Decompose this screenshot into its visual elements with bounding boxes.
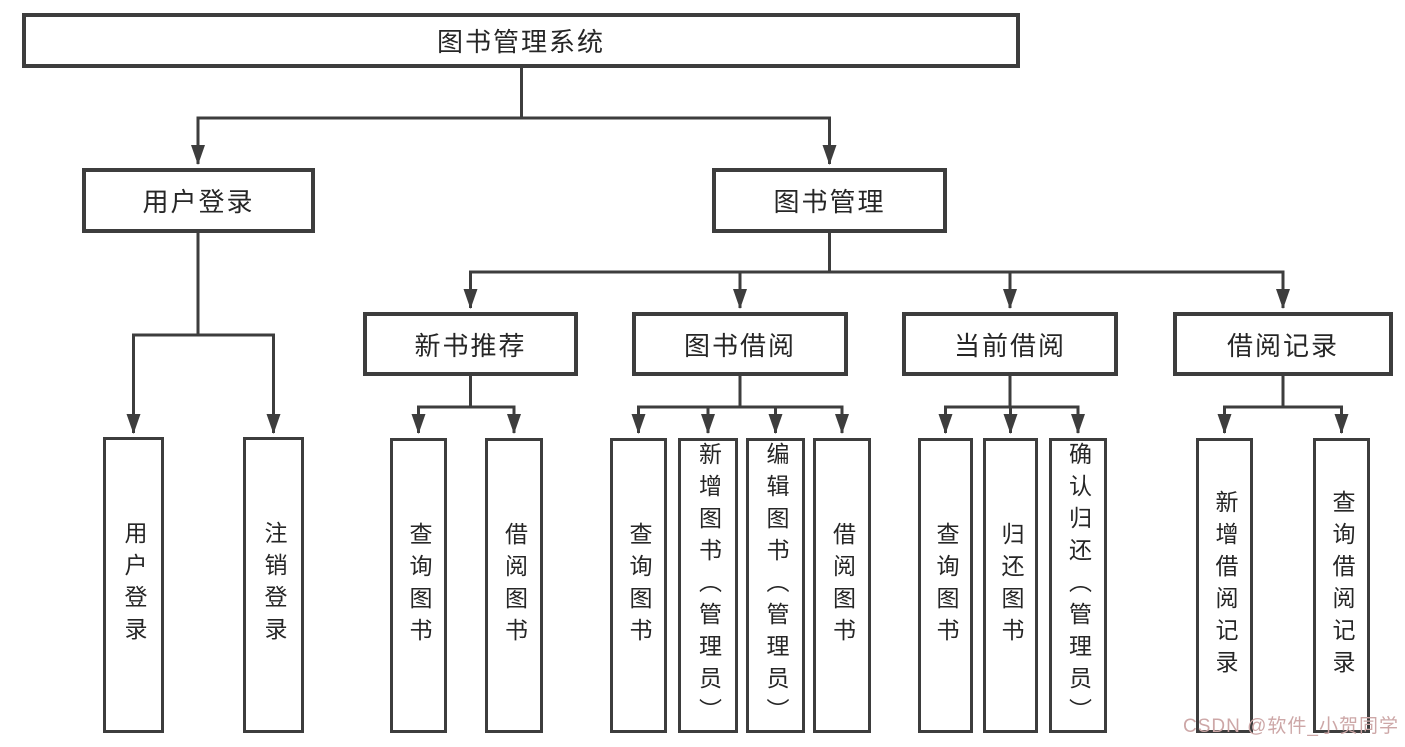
node-new-book-recommend: 新书推荐 (363, 312, 578, 376)
node-book-borrow: 图书借阅 (632, 312, 848, 376)
node-root-label: 图书管理系统 (436, 27, 605, 57)
leaf-query-borrow-record: 查询借阅记录 (1313, 438, 1370, 733)
node-new-book-recommend-label: 新书推荐 (414, 330, 527, 361)
node-book-management: 图书管理 (712, 168, 947, 233)
leaf-logout: 注销登录 (243, 437, 304, 733)
leaf-query-books-recommend-label: 查询图书 (406, 521, 432, 650)
leaf-return-book: 归还图书 (983, 438, 1038, 733)
leaf-return-book-label: 归还图书 (998, 521, 1024, 650)
leaf-edit-book-admin-label: 编辑图书（管理员） (763, 441, 789, 730)
node-current-borrow: 当前借阅 (902, 312, 1118, 376)
leaf-query-books-current-label: 查询图书 (933, 521, 959, 650)
leaf-query-books-borrow-label: 查询图书 (626, 521, 652, 650)
node-borrow-record-label: 借阅记录 (1226, 330, 1339, 361)
node-book-management-label: 图书管理 (773, 187, 886, 217)
leaf-add-borrow-record-label: 新增借阅记录 (1212, 489, 1238, 682)
leaf-add-book-admin-label: 新增图书（管理员） (695, 441, 722, 730)
node-user-login: 用户登录 (82, 168, 315, 233)
leaf-confirm-return-admin: 确认归还（管理员） (1049, 438, 1107, 733)
node-root: 图书管理系统 (22, 13, 1020, 68)
node-book-borrow-label: 图书借阅 (683, 330, 796, 361)
node-user-login-label: 用户登录 (142, 187, 255, 217)
leaf-add-book-admin: 新增图书（管理员） (678, 438, 738, 733)
leaf-borrow-books-recommend-label: 借阅图书 (501, 521, 528, 650)
leaf-borrow-books-recommend: 借阅图书 (485, 438, 543, 733)
leaf-user-login: 用户登录 (103, 437, 164, 733)
leaf-query-borrow-record-label: 查询借阅记录 (1329, 489, 1355, 682)
node-borrow-record: 借阅记录 (1173, 312, 1393, 376)
watermark: CSDN @软件_小贺同学 (1183, 716, 1399, 737)
leaf-edit-book-admin: 编辑图书（管理员） (746, 438, 805, 733)
leaf-confirm-return-admin-label: 确认归还（管理员） (1065, 441, 1092, 730)
leaf-query-books-current: 查询图书 (918, 438, 973, 733)
node-current-borrow-label: 当前借阅 (953, 330, 1066, 361)
leaf-user-login-label: 用户登录 (121, 521, 147, 649)
leaf-borrow-books-2: 借阅图书 (813, 438, 871, 733)
leaf-query-books-recommend: 查询图书 (390, 438, 447, 733)
leaf-query-books-borrow: 查询图书 (610, 438, 667, 733)
leaf-borrow-books-2-label: 借阅图书 (829, 521, 856, 650)
leaf-add-borrow-record: 新增借阅记录 (1196, 438, 1253, 733)
leaf-logout-label: 注销登录 (261, 521, 287, 649)
